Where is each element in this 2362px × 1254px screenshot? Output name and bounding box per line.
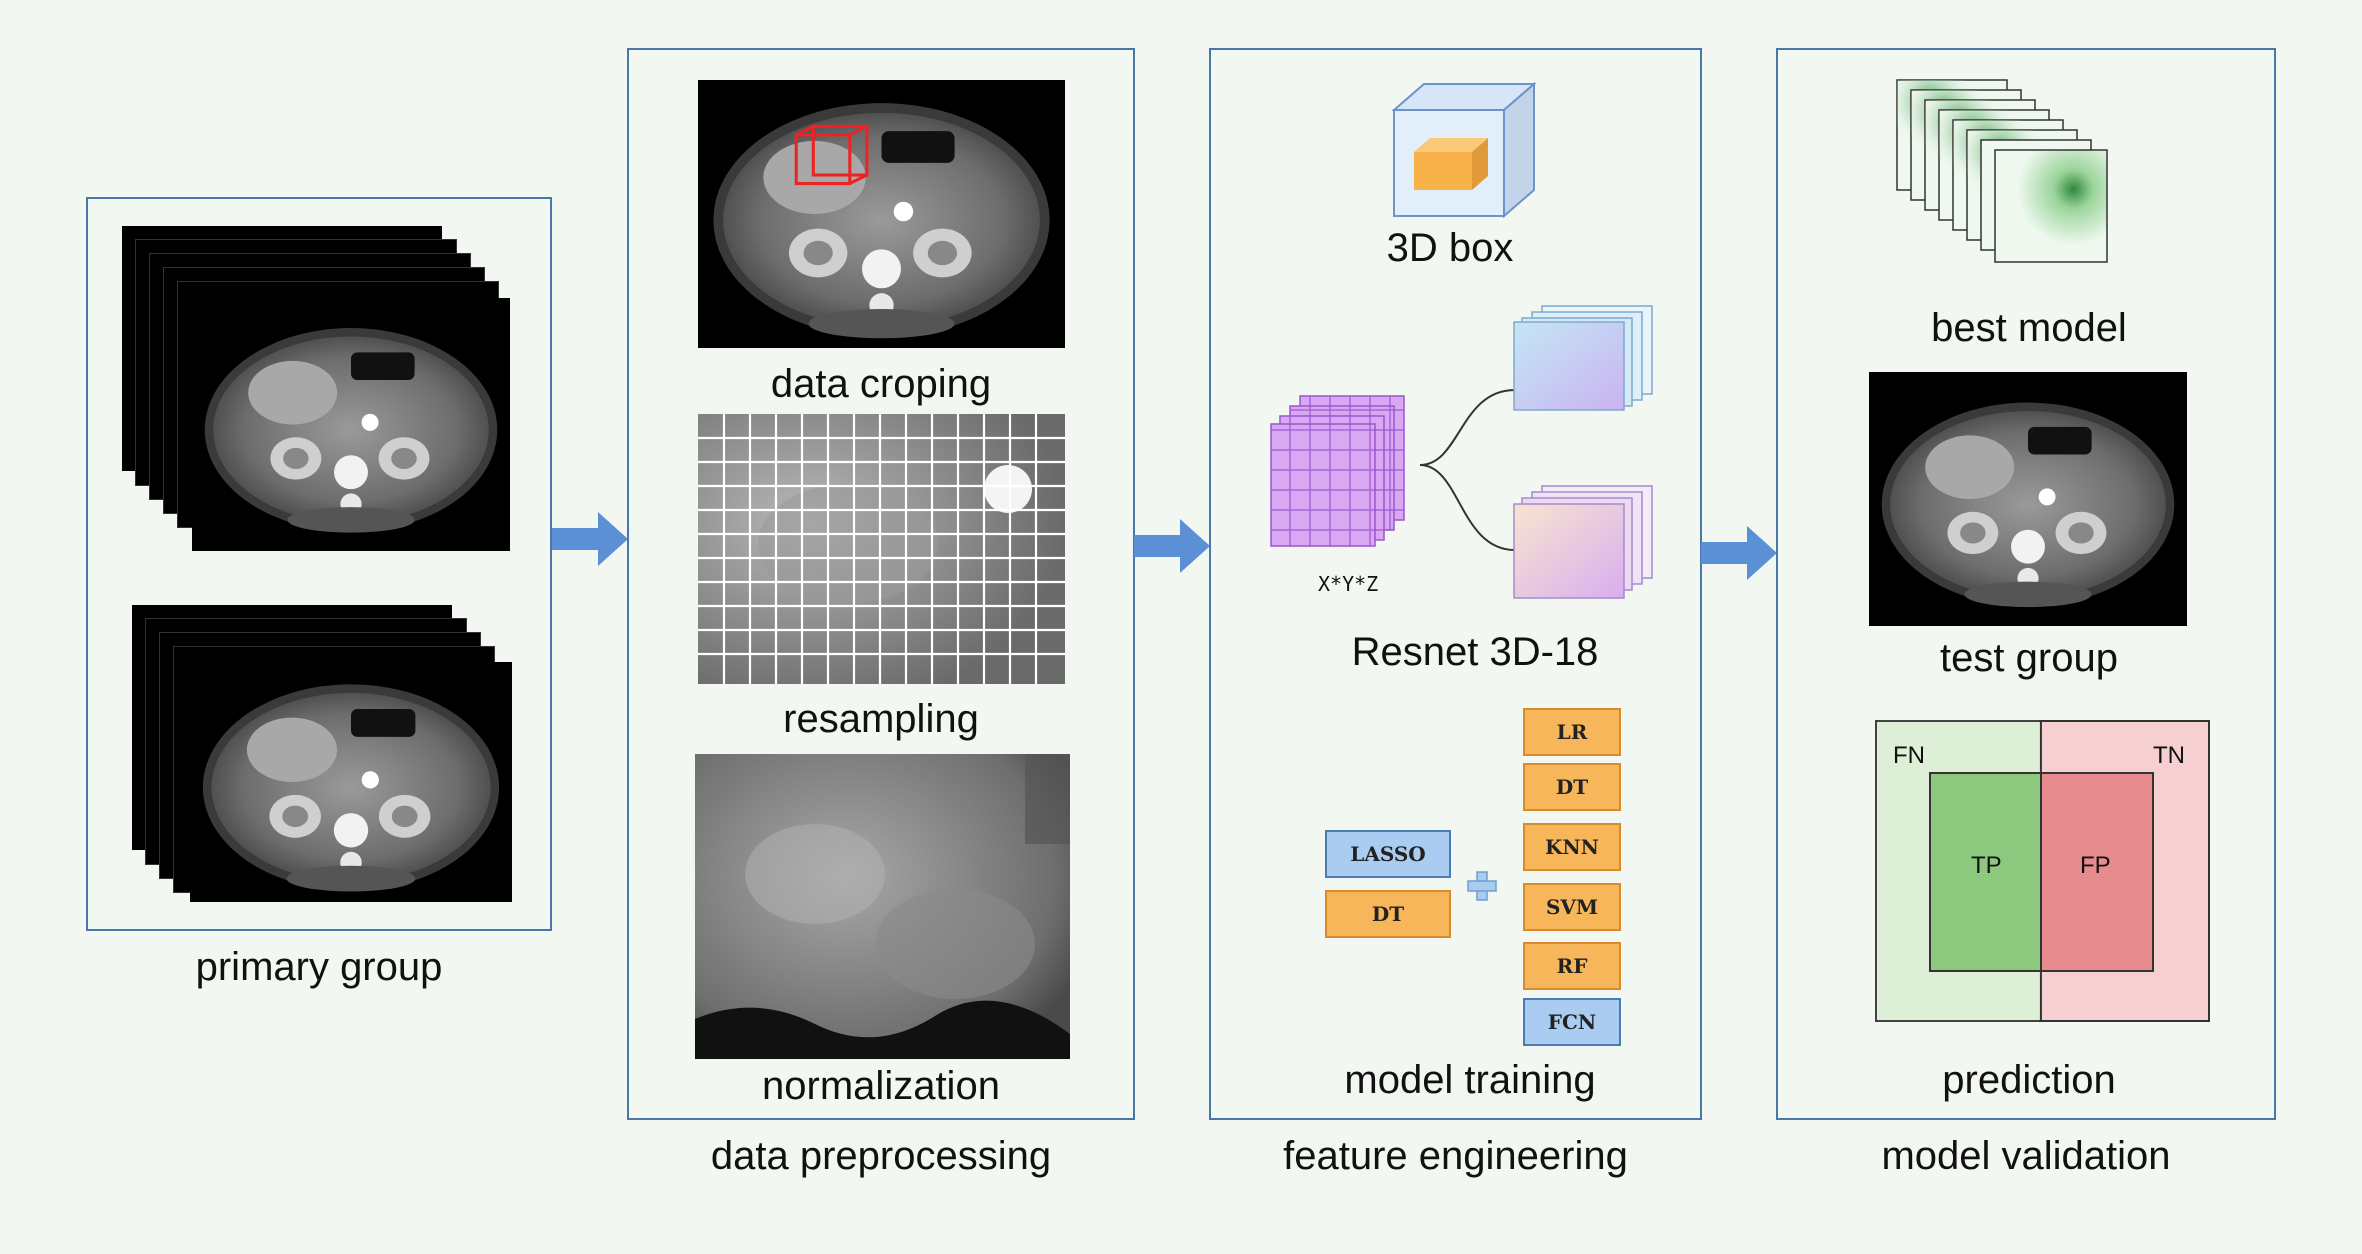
normalization-label: normalization [762, 1064, 1000, 1108]
tp-region [1929, 772, 2042, 972]
ct-slice-image [190, 662, 512, 902]
resnet-label: Resnet 3D-18 [1351, 630, 1599, 674]
data-preprocessing-caption: data preprocessing [710, 1134, 1052, 1178]
method-box-rf: RF [1523, 942, 1621, 990]
best-model-label: best model [1931, 306, 2127, 350]
branch-connector [1420, 389, 1516, 551]
method-box-lr: LR [1523, 708, 1621, 756]
method-box-knn: KNN [1523, 823, 1621, 871]
normalization-image [695, 754, 1070, 1059]
method-box-fcn: FCN [1523, 998, 1621, 1046]
3d-box-label: 3D box [1386, 226, 1514, 270]
resampling-label: resampling [783, 697, 979, 741]
right-arrow-icon [1134, 519, 1210, 573]
right-arrow-icon [552, 512, 628, 566]
primary-group-caption: primary group [195, 945, 443, 989]
data-cropping-label: data croping [770, 362, 992, 406]
tn-label: TN [2153, 742, 2185, 769]
method-box-dt-right: DT [1523, 763, 1621, 811]
3d-box-icon [1391, 81, 1537, 219]
feature-engineering-caption: feature engineering [1283, 1134, 1628, 1178]
model-validation-panel [1776, 48, 2276, 1120]
model-validation-caption: model validation [1881, 1134, 2171, 1178]
plus-icon [1467, 871, 1497, 901]
fn-label: FN [1893, 742, 1925, 769]
dimension-label: X*Y*Z [1318, 572, 1379, 596]
test-group-label: test group [1940, 636, 2118, 680]
method-box-svm: SVM [1523, 883, 1621, 931]
feature-engineering-panel [1209, 48, 1702, 1120]
model-training-label: model training [1344, 1058, 1596, 1102]
resampling-image [698, 414, 1065, 684]
prediction-label: prediction [1942, 1058, 2116, 1102]
data-cropping-image [698, 80, 1065, 348]
method-box-dt-left: DT [1325, 890, 1451, 938]
resnet-cube-icon [1270, 395, 1405, 547]
feature-map-pink-icon [1513, 485, 1653, 599]
data-preprocessing-panel [627, 48, 1135, 1120]
method-box-lasso: LASSO [1325, 830, 1451, 878]
primary-group-panel [86, 197, 552, 931]
confusion-diagram: FN TN TP FP [1875, 720, 2210, 1022]
test-group-image [1869, 372, 2187, 626]
fp-label: FP [2080, 852, 2111, 879]
feature-map-blue-icon [1513, 305, 1653, 411]
tp-label: TP [1971, 852, 2002, 879]
right-arrow-icon [1701, 526, 1777, 580]
ct-slice-image [192, 298, 510, 551]
fp-region [2040, 772, 2154, 972]
heatmap-stack-icon [1896, 79, 2108, 263]
